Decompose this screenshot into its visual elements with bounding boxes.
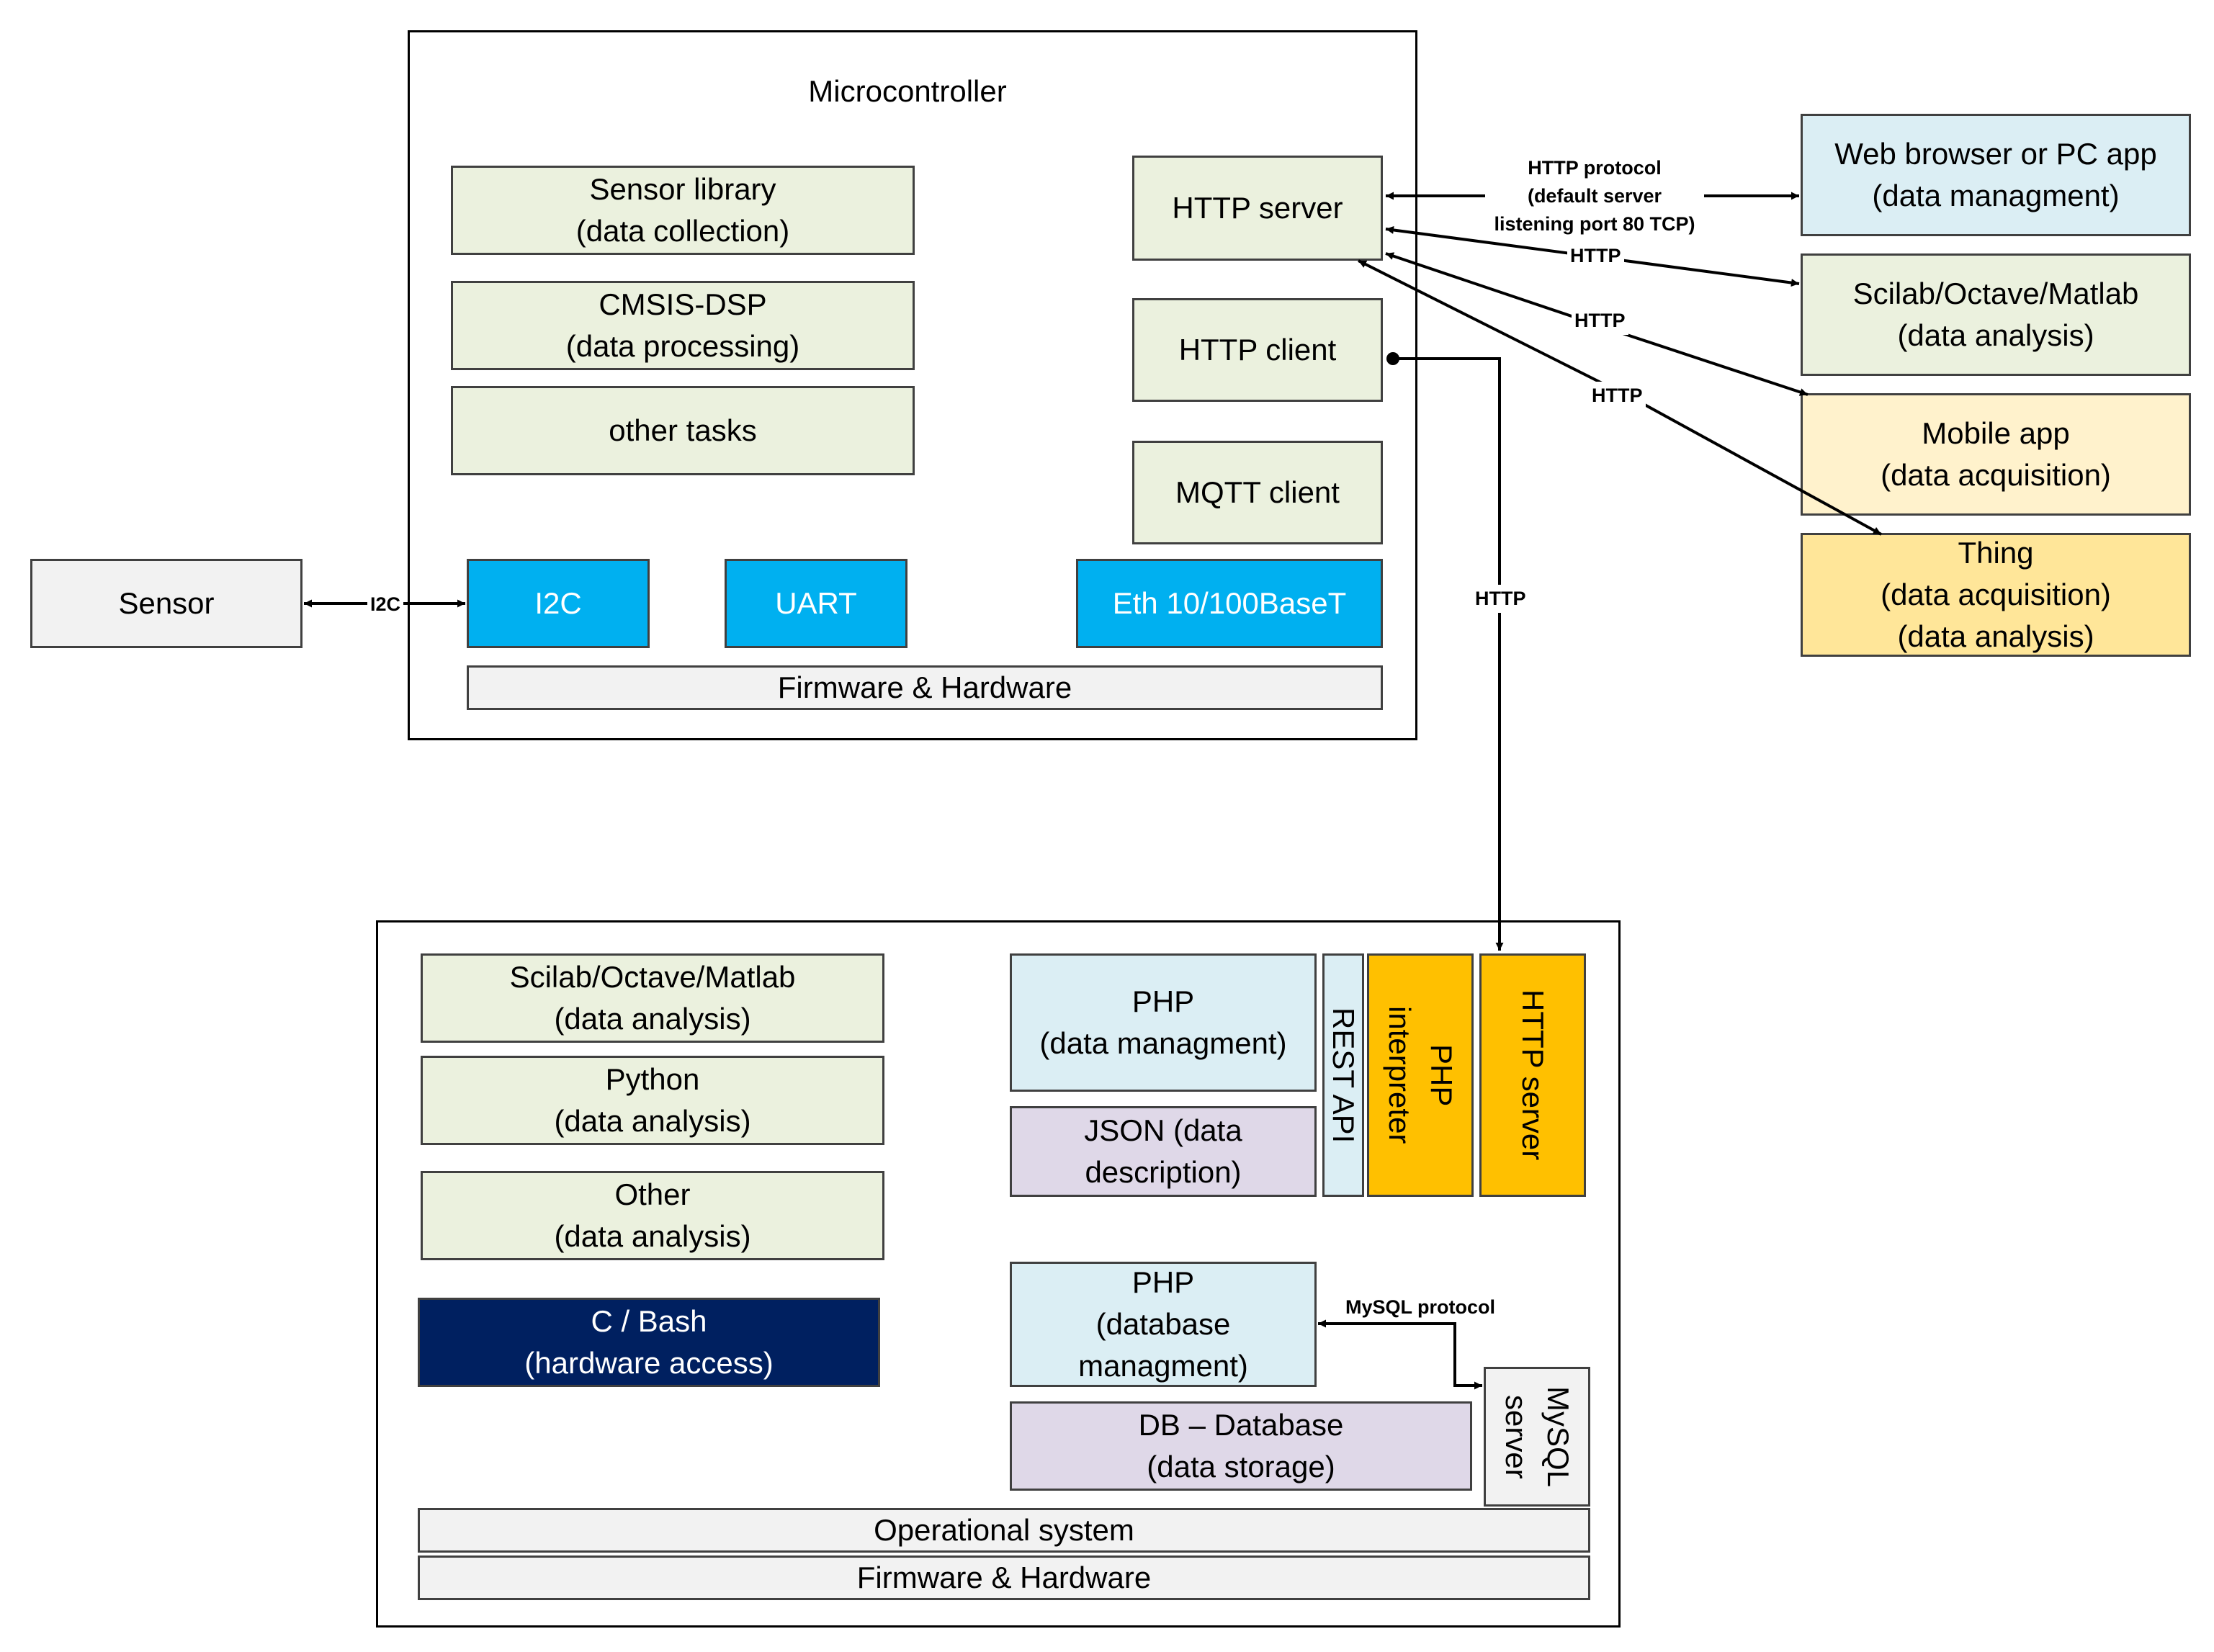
mysql-server-box: MySQL server: [1484, 1367, 1590, 1507]
c-bash-box: C / Bash (hardware access): [418, 1298, 880, 1387]
thing-line2: (data acquisition): [1881, 578, 2111, 611]
php-interpreter-box: PHP interpreter: [1367, 953, 1474, 1197]
mysql-server-line1: MySQL: [1541, 1386, 1575, 1488]
i2c-label: I2C: [534, 586, 582, 620]
eth-label: Eth 10/100BaseT: [1112, 586, 1347, 620]
other-tasks-label: other tasks: [609, 413, 757, 447]
sensor-library-box: Sensor library (data collection): [451, 166, 915, 255]
client-scilab-line1: Scilab/Octave/Matlab: [1852, 277, 2139, 310]
http-protocol-line1: HTTP protocol: [1528, 157, 1662, 179]
sensor-label: Sensor: [118, 586, 215, 620]
http-label-vertical: HTTP: [1472, 585, 1529, 613]
python-line1: Python: [605, 1062, 700, 1096]
http-label-mobile: HTTP: [1572, 307, 1628, 335]
php-db-line3: managment): [1078, 1349, 1248, 1383]
server-http-server-box: HTTP server: [1479, 953, 1586, 1197]
server-other-line1: Other: [614, 1177, 691, 1211]
web-browser-box: Web browser or PC app (data managment): [1801, 114, 2191, 236]
mysql-protocol-label: MySQL protocol: [1343, 1293, 1499, 1321]
http-client-link-arrow: [1393, 357, 1504, 951]
db-line1: DB – Database: [1138, 1408, 1344, 1442]
server-scilab-line1: Scilab/Octave/Matlab: [509, 960, 796, 994]
server-other-line2: (data analysis): [554, 1219, 751, 1253]
rest-api-label: REST API: [1327, 1007, 1361, 1144]
web-browser-line1: Web browser or PC app: [1834, 137, 2157, 171]
php-interpreter-line2: interpreter: [1383, 1006, 1417, 1144]
thing-box: Thing (data acquisition) (data analysis): [1801, 533, 2191, 657]
php-mgmt-box: PHP (data managment): [1010, 953, 1317, 1092]
microcontroller-title: Microcontroller: [808, 74, 1007, 108]
c-bash-line2: (hardware access): [524, 1346, 774, 1380]
uart-box: UART: [725, 559, 907, 648]
mysql-link-arrow: [1318, 1319, 1482, 1390]
php-interpreter-line1: PHP: [1425, 1043, 1458, 1107]
server-scilab-box: Scilab/Octave/Matlab (data analysis): [421, 953, 884, 1043]
mcu-http-client-label: HTTP client: [1178, 333, 1337, 367]
c-bash-line1: C / Bash: [591, 1304, 707, 1338]
python-line2: (data analysis): [554, 1104, 751, 1138]
cmsis-dsp-line2: (data processing): [565, 329, 800, 363]
mobile-app-line1: Mobile app: [1922, 416, 2070, 450]
mcu-firmware-label: Firmware & Hardware: [777, 670, 1072, 704]
php-db-box: PHP (database managment): [1010, 1262, 1317, 1387]
mcu-http-server-box: HTTP server: [1132, 156, 1383, 261]
json-line2: description): [1085, 1155, 1242, 1189]
http-label-scilab: HTTP: [1567, 242, 1624, 270]
mysql-server-line2: server: [1500, 1394, 1533, 1479]
server-frame: [376, 920, 1621, 1628]
mobile-app-line2: (data acquisition): [1881, 458, 2111, 492]
sensor-library-line1: Sensor library: [589, 172, 776, 206]
http-protocol-label: HTTP protocol (default server listening …: [1485, 154, 1704, 238]
http-protocol-line3: listening port 80 TCP): [1494, 213, 1695, 235]
server-firmware-label: Firmware & Hardware: [856, 1561, 1152, 1594]
cmsis-dsp-line1: CMSIS-DSP: [599, 287, 767, 321]
json-box: JSON (data description): [1010, 1106, 1317, 1197]
db-line2: (data storage): [1147, 1450, 1335, 1483]
sensor-library-line2: (data collection): [575, 214, 790, 248]
thing-line1: Thing: [1958, 536, 2034, 570]
http-protocol-line2: (default server: [1527, 185, 1662, 207]
server-other-box: Other (data analysis): [421, 1171, 884, 1260]
web-browser-line2: (data managment): [1872, 179, 2120, 212]
json-line1: JSON (data: [1084, 1113, 1242, 1147]
db-box: DB – Database (data storage): [1010, 1401, 1472, 1491]
http-client-link-dot: [1386, 352, 1399, 365]
server-firmware-box: Firmware & Hardware: [418, 1556, 1590, 1600]
php-db-line2: (database: [1095, 1307, 1231, 1341]
uart-label: UART: [775, 586, 857, 620]
mcu-http-client-box: HTTP client: [1132, 298, 1383, 402]
os-label: Operational system: [874, 1513, 1134, 1547]
i2c-box: I2C: [467, 559, 650, 648]
mcu-mqtt-client-label: MQTT client: [1175, 475, 1340, 509]
rest-api-box: REST API: [1322, 953, 1364, 1197]
thing-line3: (data analysis): [1897, 619, 2094, 653]
mcu-firmware-box: Firmware & Hardware: [467, 665, 1383, 710]
php-db-line1: PHP: [1131, 1265, 1195, 1299]
client-scilab-line2: (data analysis): [1897, 318, 2094, 352]
i2c-link-label: I2C: [367, 591, 404, 619]
cmsis-dsp-box: CMSIS-DSP (data processing): [451, 281, 915, 370]
php-mgmt-line1: PHP: [1131, 984, 1195, 1018]
python-box: Python (data analysis): [421, 1056, 884, 1145]
mcu-http-server-label: HTTP server: [1172, 191, 1343, 225]
eth-box: Eth 10/100BaseT: [1076, 559, 1383, 648]
server-scilab-line2: (data analysis): [554, 1002, 751, 1036]
os-box: Operational system: [418, 1508, 1590, 1553]
php-mgmt-line2: (data managment): [1039, 1026, 1287, 1060]
other-tasks-box: other tasks: [451, 386, 915, 475]
sensor-box: Sensor: [30, 559, 302, 648]
http-label-thing: HTTP: [1589, 382, 1646, 410]
server-http-server-label: HTTP server: [1516, 989, 1550, 1161]
